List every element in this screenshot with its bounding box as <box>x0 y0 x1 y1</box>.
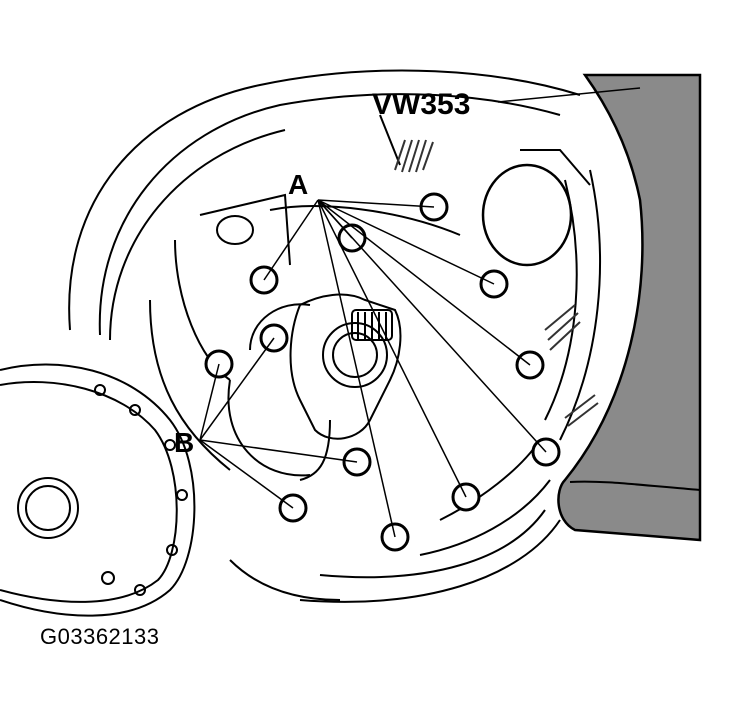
gear-flange <box>0 363 196 617</box>
leader-lines-a <box>263 199 547 538</box>
fill-plug <box>481 163 573 267</box>
label-a: A <box>288 169 308 200</box>
bolts-b <box>204 323 372 523</box>
tool-edge <box>569 480 701 491</box>
tool-label: VW353 <box>372 88 470 121</box>
housing-boss <box>216 215 254 245</box>
label-b: B <box>174 427 194 458</box>
bolts-a <box>249 192 561 552</box>
vw353-tool <box>557 73 702 542</box>
output-shaft <box>227 293 402 481</box>
hatched-areas <box>394 139 599 427</box>
vw353-leader <box>497 87 641 103</box>
housing-outline <box>68 69 601 603</box>
figure-id: G03362133 <box>40 624 160 649</box>
leader-lines-b <box>199 337 358 509</box>
